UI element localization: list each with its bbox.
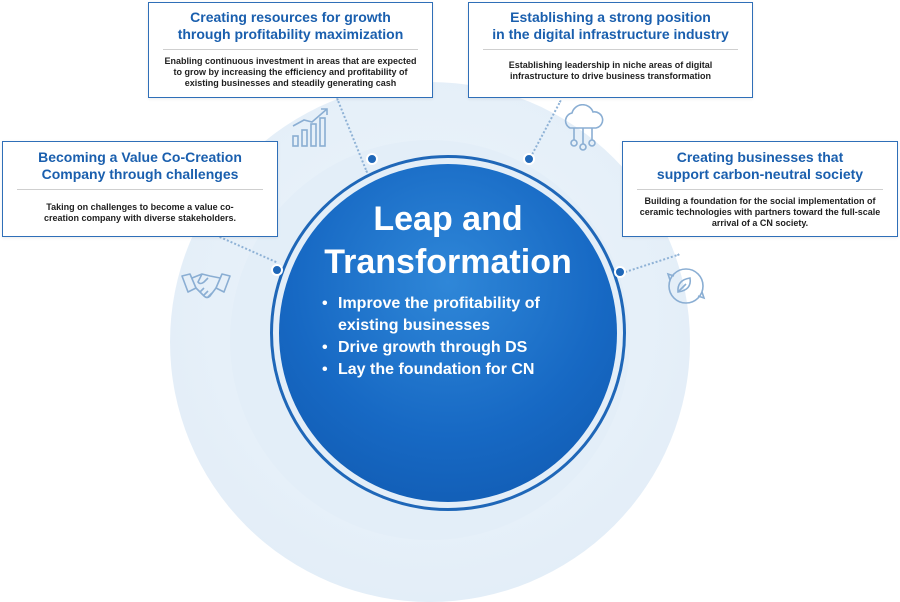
- center-title: Leap and Transformation: [279, 198, 617, 284]
- bullet-item-continuation: existing businesses: [338, 317, 491, 334]
- bullet-item: Improve the profitability of: [320, 293, 610, 315]
- connector-dot-cocreation: [271, 264, 283, 276]
- card-carbon: Creating businesses that support carbon-…: [622, 141, 898, 237]
- handshake-icon: [181, 273, 231, 299]
- card-divider: [17, 189, 263, 190]
- card-digital-title-line1: Establishing a strong position: [510, 9, 711, 25]
- center-title-line1: Leap and: [373, 200, 523, 238]
- card-digital-title-line2: in the digital infrastructure industry: [492, 26, 729, 42]
- card-growth-title-line1: Creating resources for growth: [190, 9, 391, 25]
- bullet-item: Drive growth through DS: [320, 337, 610, 359]
- card-digital: Establishing a strong position in the di…: [468, 2, 753, 98]
- card-growth-title-line2: through profitability maximization: [177, 26, 404, 42]
- connector-dot-carbon: [614, 266, 626, 278]
- card-carbon-title: Creating businesses that support carbon-…: [623, 149, 897, 183]
- card-carbon-body: Building a foundation for the social imp…: [639, 196, 881, 228]
- card-digital-title: Establishing a strong position in the di…: [469, 9, 752, 43]
- card-cocreation-body: Taking on challenges to become a value c…: [43, 202, 237, 223]
- card-cocreation-title-line2: Company through challenges: [41, 166, 239, 182]
- card-growth-title: Creating resources for growth through pr…: [149, 9, 432, 43]
- leaf-cycle-icon: [666, 268, 706, 304]
- bullet-item: Lay the foundation for CN: [320, 359, 610, 381]
- card-divider: [637, 189, 883, 190]
- card-cocreation-title-line1: Becoming a Value Co-Creation: [38, 149, 242, 165]
- center-title-line2: Transformation: [324, 243, 572, 281]
- card-cocreation: Becoming a Value Co-Creation Company thr…: [2, 141, 278, 237]
- card-carbon-title-line2: support carbon-neutral society: [656, 166, 864, 182]
- card-growth-body: Enabling continuous investment in areas …: [164, 56, 417, 88]
- growth-chart-icon: [292, 108, 328, 147]
- card-digital-body: Establishing leadership in niche areas o…: [508, 60, 713, 81]
- center-bullet-list: Improve the profitability of existing bu…: [320, 293, 610, 381]
- card-carbon-title-line1: Creating businesses that: [676, 149, 844, 165]
- connector-dot-growth: [366, 153, 378, 165]
- card-cocreation-title: Becoming a Value Co-Creation Company thr…: [3, 149, 277, 183]
- connector-dot-digital: [523, 153, 535, 165]
- card-divider: [163, 49, 418, 50]
- cloud-network-icon: [564, 104, 604, 151]
- card-divider: [483, 49, 738, 50]
- card-growth: Creating resources for growth through pr…: [148, 2, 433, 98]
